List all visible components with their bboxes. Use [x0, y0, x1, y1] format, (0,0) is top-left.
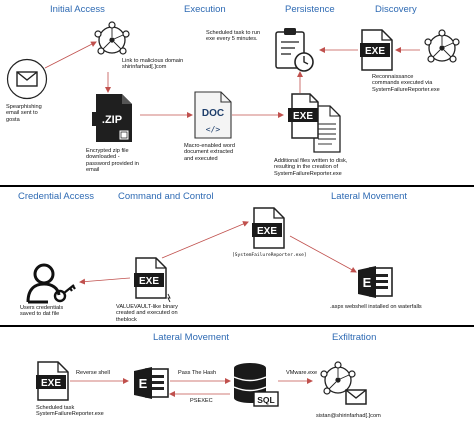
caption-exfil-domain: sistan@shirinfarhad[.]com [316, 413, 381, 419]
exe-additional-files-icon: EXE [284, 92, 344, 154]
exe-reporter-icon: EXE [252, 206, 286, 250]
caption-malicious-link: Link to malicious domain shirinfarhad[.]… [122, 58, 184, 71]
caption-recon: Reconnaissance commands executed via Sys… [372, 74, 440, 93]
caption-scheduled-task: Scheduled task to run exe every 5 minute… [206, 30, 261, 43]
caption-spearphishing: Spearphishing email sent to gosta [6, 104, 42, 123]
sql-database-icon: SQL [232, 362, 280, 410]
network-globe-icon [92, 20, 132, 60]
exe-valuevault-icon: EXE [134, 256, 174, 302]
label-reverse-shell: Reverse shell [76, 370, 110, 376]
caption-macro-doc: Macro-enabled word document extracted an… [184, 143, 235, 162]
label-vmware: VMware.exe [286, 370, 318, 376]
exe-scheduled-label: EXE [41, 378, 61, 389]
svg-text:</>: </> [206, 125, 221, 134]
heading-exfiltration: Exfiltration [332, 332, 377, 343]
caption-zip-download: Encrypted zip file downloaded - password… [86, 148, 139, 174]
user-key-icon [26, 262, 76, 304]
caption-users-credentials: Users credentials saved to dat file [20, 305, 64, 318]
exchange-server-icon-2: E [132, 365, 170, 401]
zip-label: .ZIP [102, 114, 122, 126]
caption-reporter-file: [SystemFailureReporter.exe] [232, 253, 307, 258]
exe-scheduled-task-icon: EXE [36, 360, 70, 402]
heading-command-control: Command and Control [118, 191, 214, 202]
doc-label: DOC [202, 108, 224, 119]
network-globe-discovery-icon [422, 28, 462, 68]
label-pass-the-hash: Pass The Hash [178, 370, 217, 376]
section-divider-2 [0, 325, 474, 327]
network-globe-mail-icon [314, 356, 370, 412]
exchange-server-icon: E [356, 264, 394, 300]
caption-scheduled-task-3: Scheduled task SystemFailureReporter.exe [36, 405, 104, 418]
caption-additional-files: Additional files written to disk, result… [274, 158, 348, 177]
sql-label: SQL [257, 395, 274, 405]
exchange-label: E [363, 275, 372, 290]
heading-lateral-movement-3: Lateral Movement [153, 332, 230, 343]
exe-valuevault-label: EXE [139, 276, 159, 287]
heading-lateral-movement-2: Lateral Movement [331, 191, 408, 202]
heading-credential-access: Credential Access [18, 191, 95, 202]
scheduled-task-clipboard-icon [272, 26, 316, 74]
label-psexec: PSEXEC [190, 398, 213, 404]
heading-persistence: Persistence [285, 4, 335, 15]
caption-webshell: .aspx webshell installed on waterfalls [330, 304, 422, 310]
exe-discovery-icon: EXE [360, 28, 394, 72]
caption-valuevault: VALUEVAULT-like binary created and execu… [116, 304, 178, 323]
heading-discovery: Discovery [375, 4, 417, 15]
email-icon [6, 58, 48, 100]
doc-file-icon: DOC </> [193, 90, 233, 140]
heading-execution: Execution [184, 4, 226, 15]
exe-reporter-label: EXE [257, 226, 277, 237]
exchange-label-2: E [139, 376, 148, 391]
exe-discovery-label: EXE [365, 46, 385, 57]
arrow-email-to-link [44, 41, 97, 69]
exe-additional-label: EXE [293, 111, 313, 122]
heading-initial-access: Initial Access [50, 4, 105, 15]
zip-file-icon: .ZIP [92, 92, 138, 144]
section-divider-1 [0, 185, 474, 187]
arrow-valuevault-to-user [79, 277, 131, 285]
